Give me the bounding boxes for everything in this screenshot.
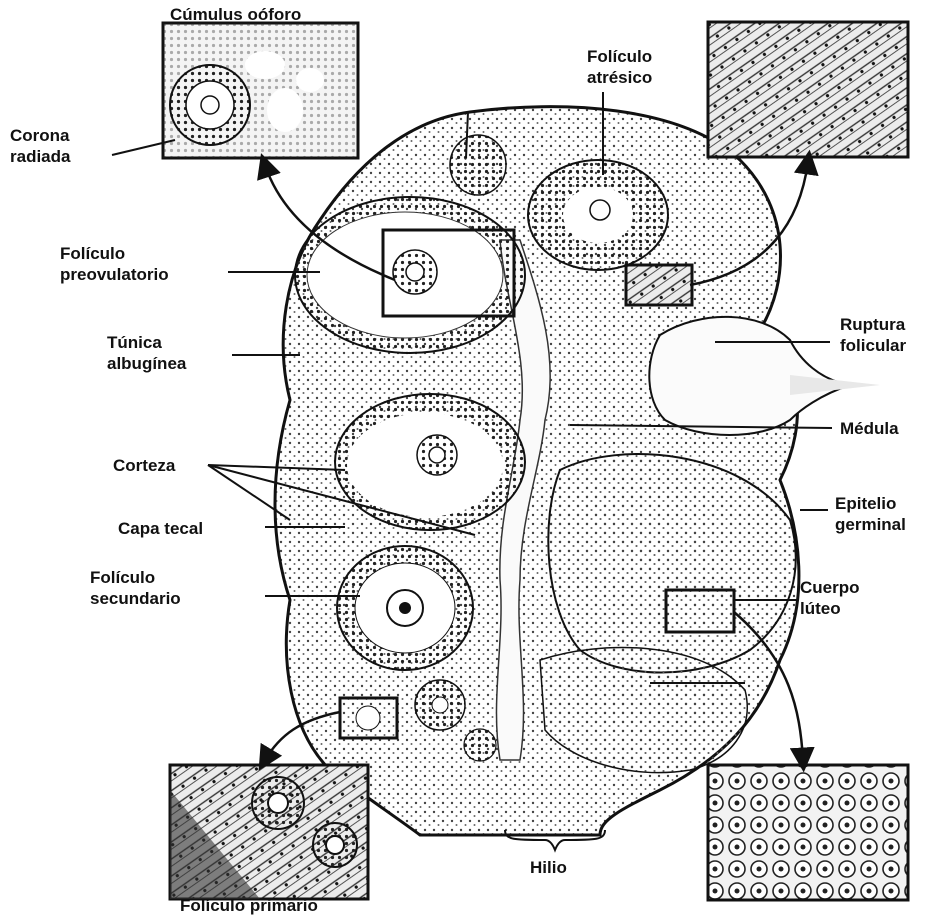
inset-primary [170, 765, 368, 899]
label-corona-2: radiada [10, 146, 70, 167]
preovulatory-follicle [295, 197, 525, 353]
box-stroma [626, 265, 692, 305]
label-tunica: Túnica albugínea [107, 332, 186, 374]
label-secundario-2: secundario [90, 588, 181, 609]
label-preovulatorio-1: Folículo [60, 243, 169, 264]
inset-cumulus [163, 23, 358, 158]
corpus-luteum [540, 454, 796, 773]
antral-follicle [335, 394, 525, 530]
label-cuerpo-luteo: Cuerpo lúteo [800, 577, 860, 619]
label-corona: Corona radiada [10, 125, 70, 167]
label-preovulatorio: Folículo preovulatorio [60, 243, 169, 285]
label-corona-1: Corona [10, 125, 70, 146]
label-epitelio-2: germinal [835, 514, 906, 535]
inset-luteal [708, 765, 908, 900]
small-follicle-top [450, 135, 506, 195]
label-capa-tecal: Capa tecal [118, 518, 203, 539]
atresic-follicle [528, 160, 668, 270]
label-medula: Médula [840, 418, 899, 439]
label-atresico-1: Folículo [587, 46, 652, 67]
label-cuerpo-luteo-1: Cuerpo [800, 577, 860, 598]
label-tunica-1: Túnica [107, 332, 186, 353]
label-atresico-2: atrésico [587, 67, 652, 88]
label-ruptura-1: Ruptura [840, 314, 906, 335]
label-epitelio: Epitelio germinal [835, 493, 906, 535]
inset-stroma [708, 22, 908, 157]
label-ruptura: Ruptura folicular [840, 314, 906, 356]
label-ruptura-2: folicular [840, 335, 906, 356]
label-preovulatorio-2: preovulatorio [60, 264, 169, 285]
label-corteza: Corteza [113, 455, 175, 476]
label-secundario: Folículo secundario [90, 567, 181, 609]
label-tunica-2: albugínea [107, 353, 186, 374]
label-secundario-1: Folículo [90, 567, 181, 588]
secondary-follicle [337, 546, 473, 670]
label-hilio: Hilio [530, 857, 567, 878]
label-cumulus: Cúmulus oóforo [170, 4, 301, 25]
label-cuerpo-luteo-2: lúteo [800, 598, 860, 619]
label-primario: Folículo primario [180, 895, 318, 916]
label-atresico: Folículo atrésico [587, 46, 652, 88]
label-epitelio-1: Epitelio [835, 493, 906, 514]
